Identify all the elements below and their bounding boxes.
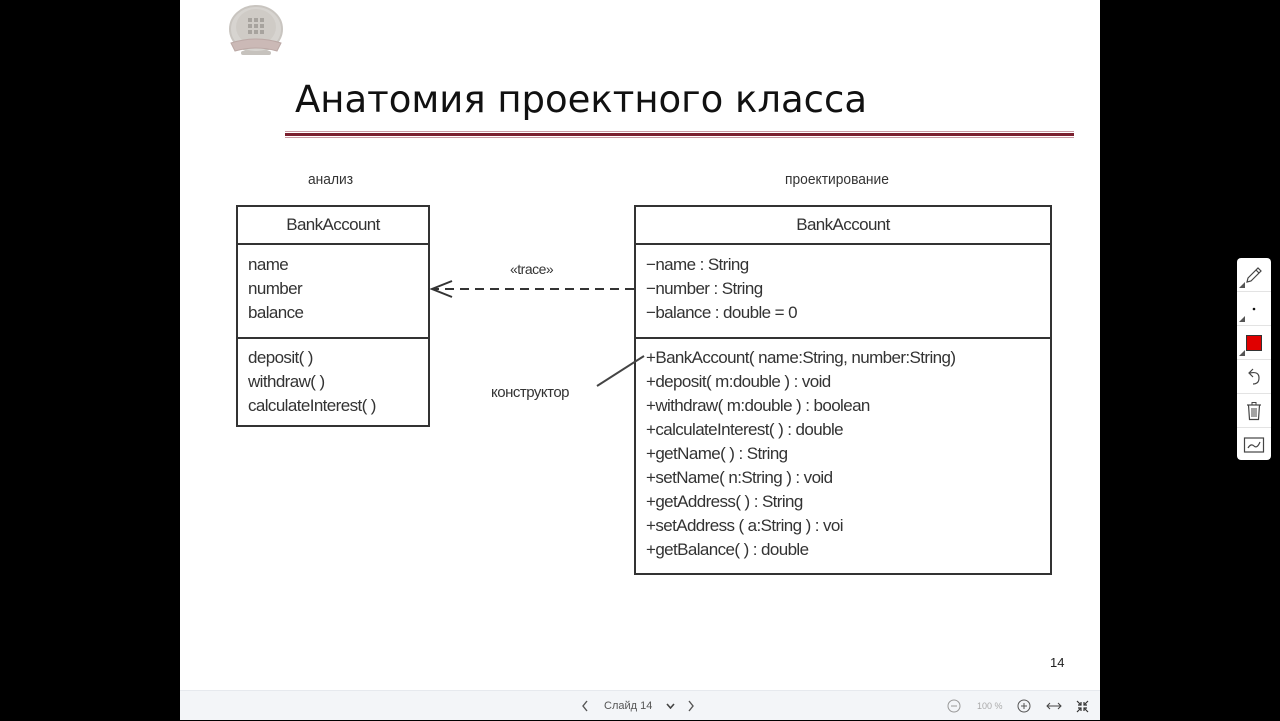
attribute: balance: [248, 303, 304, 322]
operation: +getBalance( ) : double: [646, 540, 809, 559]
pen-color-button[interactable]: [1237, 326, 1271, 360]
undo-button[interactable]: [1237, 360, 1271, 394]
operations-section: +BankAccount( name:String, number:String…: [636, 337, 1050, 562]
analysis-class-box: BankAccount name number balance deposit(…: [236, 205, 430, 427]
operation: +getName( ) : String: [646, 444, 788, 463]
zoom-in-button[interactable]: [1016, 691, 1032, 721]
slide-navigation-bar: Слайд 14 100 %: [180, 690, 1100, 720]
title-divider: [285, 131, 1074, 139]
operation: +deposit( m:double ) : void: [646, 372, 831, 391]
dot-icon: [1252, 307, 1256, 310]
exit-fullscreen-icon: [1076, 700, 1088, 712]
previous-slide-button[interactable]: [577, 691, 593, 721]
attributes-section: name number balance: [238, 245, 428, 337]
submenu-corner-icon: [1239, 350, 1245, 356]
operation: +getAddress( ) : String: [646, 492, 803, 511]
fit-width-icon: [1046, 702, 1062, 710]
pen-tool-button[interactable]: [1237, 258, 1271, 292]
constructor-annotation: конструктор: [491, 384, 570, 401]
exit-fullscreen-button[interactable]: [1074, 691, 1090, 721]
chevron-left-icon: [582, 700, 588, 712]
university-emblem-icon: [229, 5, 283, 55]
slide-list-dropdown[interactable]: [663, 691, 677, 721]
zoom-out-icon: [947, 699, 961, 713]
slide-canvas: Анатомия проектного класса анализ проект…: [180, 0, 1100, 690]
slide-indicator[interactable]: Слайд 14: [604, 700, 653, 712]
slide-page-number: 14: [1050, 655, 1065, 670]
pencil-icon: [1246, 266, 1262, 283]
trace-stereotype-label: «trace»: [510, 261, 554, 277]
attribute: −balance : double = 0: [646, 303, 798, 322]
operation: deposit( ): [248, 348, 313, 367]
color-swatch-icon: [1246, 334, 1262, 351]
class-name: BankAccount: [238, 207, 428, 245]
trace-dependency-arrow: [429, 280, 634, 298]
operation: calculateInterest( ): [248, 396, 376, 415]
attribute: −name : String: [646, 255, 749, 274]
undo-icon: [1248, 368, 1260, 385]
annotation-toolbar: [1237, 258, 1271, 460]
operation: +withdraw( m:double ) : boolean: [646, 396, 870, 415]
zoom-out-button[interactable]: [946, 691, 962, 721]
operations-section: deposit( ) withdraw( ) calculateInterest…: [238, 337, 428, 418]
design-class-box: BankAccount −name : String −number : Str…: [634, 205, 1052, 575]
attribute: name: [248, 255, 289, 274]
design-label: проектирование: [785, 171, 889, 188]
zoom-in-icon: [1017, 699, 1031, 713]
clear-annotations-button[interactable]: [1237, 394, 1271, 428]
zoom-level: 100 %: [977, 701, 1003, 711]
submenu-corner-icon: [1239, 316, 1245, 322]
attribute: −number : String: [646, 279, 763, 298]
next-slide-button[interactable]: [683, 691, 699, 721]
operation: withdraw( ): [248, 372, 325, 391]
pen-size-button[interactable]: [1237, 292, 1271, 326]
class-name: BankAccount: [636, 207, 1050, 245]
fit-width-button[interactable]: [1045, 691, 1063, 721]
operation: +setAddress ( a:String ) : voi: [646, 516, 844, 535]
slide-title: Анатомия проектного класса: [295, 78, 868, 121]
chevron-down-icon: [665, 703, 675, 709]
toggle-annotations-button[interactable]: [1237, 428, 1271, 461]
operation: +calculateInterest( ) : double: [646, 420, 844, 439]
chevron-right-icon: [688, 700, 694, 712]
operation: +setName( n:String ) : void: [646, 468, 833, 487]
attributes-section: −name : String −number : String −balance…: [636, 245, 1050, 337]
analysis-label: анализ: [308, 171, 354, 188]
operation: +BankAccount( name:String, number:String…: [646, 348, 956, 367]
annotation-icon: [1243, 436, 1265, 453]
attribute: number: [248, 279, 303, 298]
trash-icon: [1247, 401, 1261, 420]
submenu-corner-icon: [1239, 282, 1245, 288]
